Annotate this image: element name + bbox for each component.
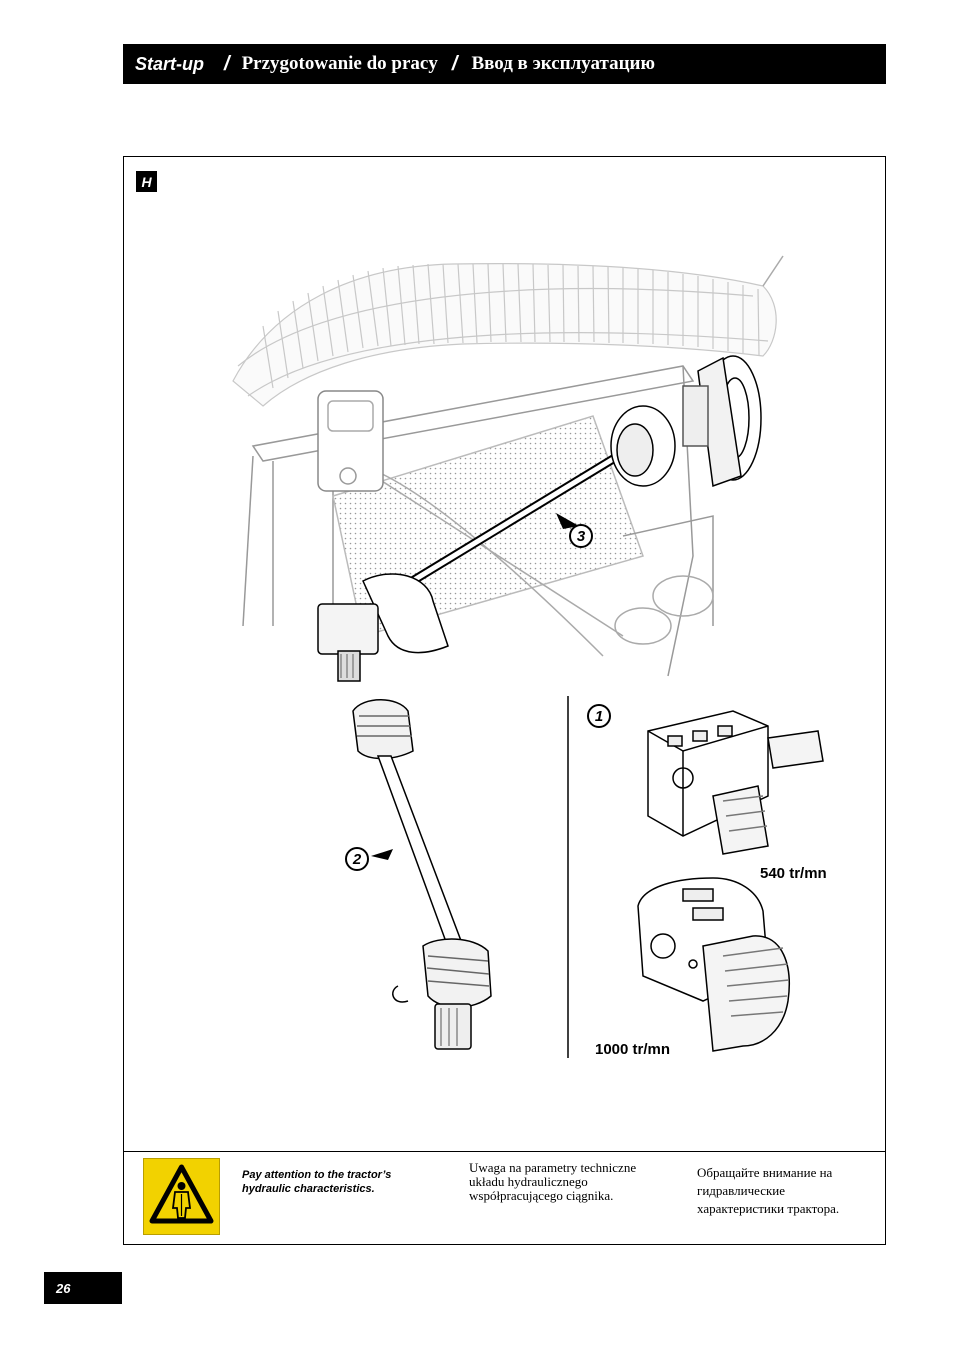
- warning-text-ru: Обращайте внимание на гидравлические хар…: [697, 1165, 840, 1216]
- header-bar: Start-up / Przygotowanie do pracy / Ввод…: [123, 44, 886, 84]
- tractor-disc-illustration: [682, 355, 762, 488]
- header-separator: /: [451, 52, 458, 75]
- callout-arrow-3: [556, 513, 579, 529]
- callout-3: 3: [569, 524, 593, 548]
- figure-frame: [123, 156, 886, 1245]
- figure-badge: H: [136, 171, 157, 192]
- header-title-ru: Ввод в эксплуатацию: [471, 53, 656, 74]
- hydraulic-warning-icon: [143, 1158, 220, 1235]
- pto-shaft-illustration-2: [352, 699, 492, 1050]
- gearbox-540-illustration: [647, 710, 824, 855]
- warning-text-en: Pay attention to the tractor’s hydraulic…: [242, 1169, 392, 1195]
- callout-arrow-2: [371, 849, 393, 860]
- header-title-en: Start-up: [135, 53, 204, 74]
- frame-divider: [123, 1151, 886, 1152]
- speed-label-540: 540 tr/mn: [760, 865, 827, 882]
- pto-shaft-illustration: [232, 255, 824, 1058]
- header-title-pl: Przygotowanie do pracy: [241, 53, 438, 74]
- hose-illustration: [232, 263, 777, 407]
- page-number: 26: [44, 1272, 122, 1304]
- speed-label-1000: 1000 tr/mn: [595, 1041, 671, 1058]
- callout-1: 1: [587, 704, 611, 728]
- gearbox-1000-illustration: [637, 877, 790, 1052]
- callout-2: 2: [345, 847, 369, 871]
- upper-pto-shaft: [317, 405, 676, 682]
- header-separator: /: [224, 52, 230, 75]
- warning-text-pl: Uwaga na parametry techniczne układu hyd…: [469, 1160, 637, 1203]
